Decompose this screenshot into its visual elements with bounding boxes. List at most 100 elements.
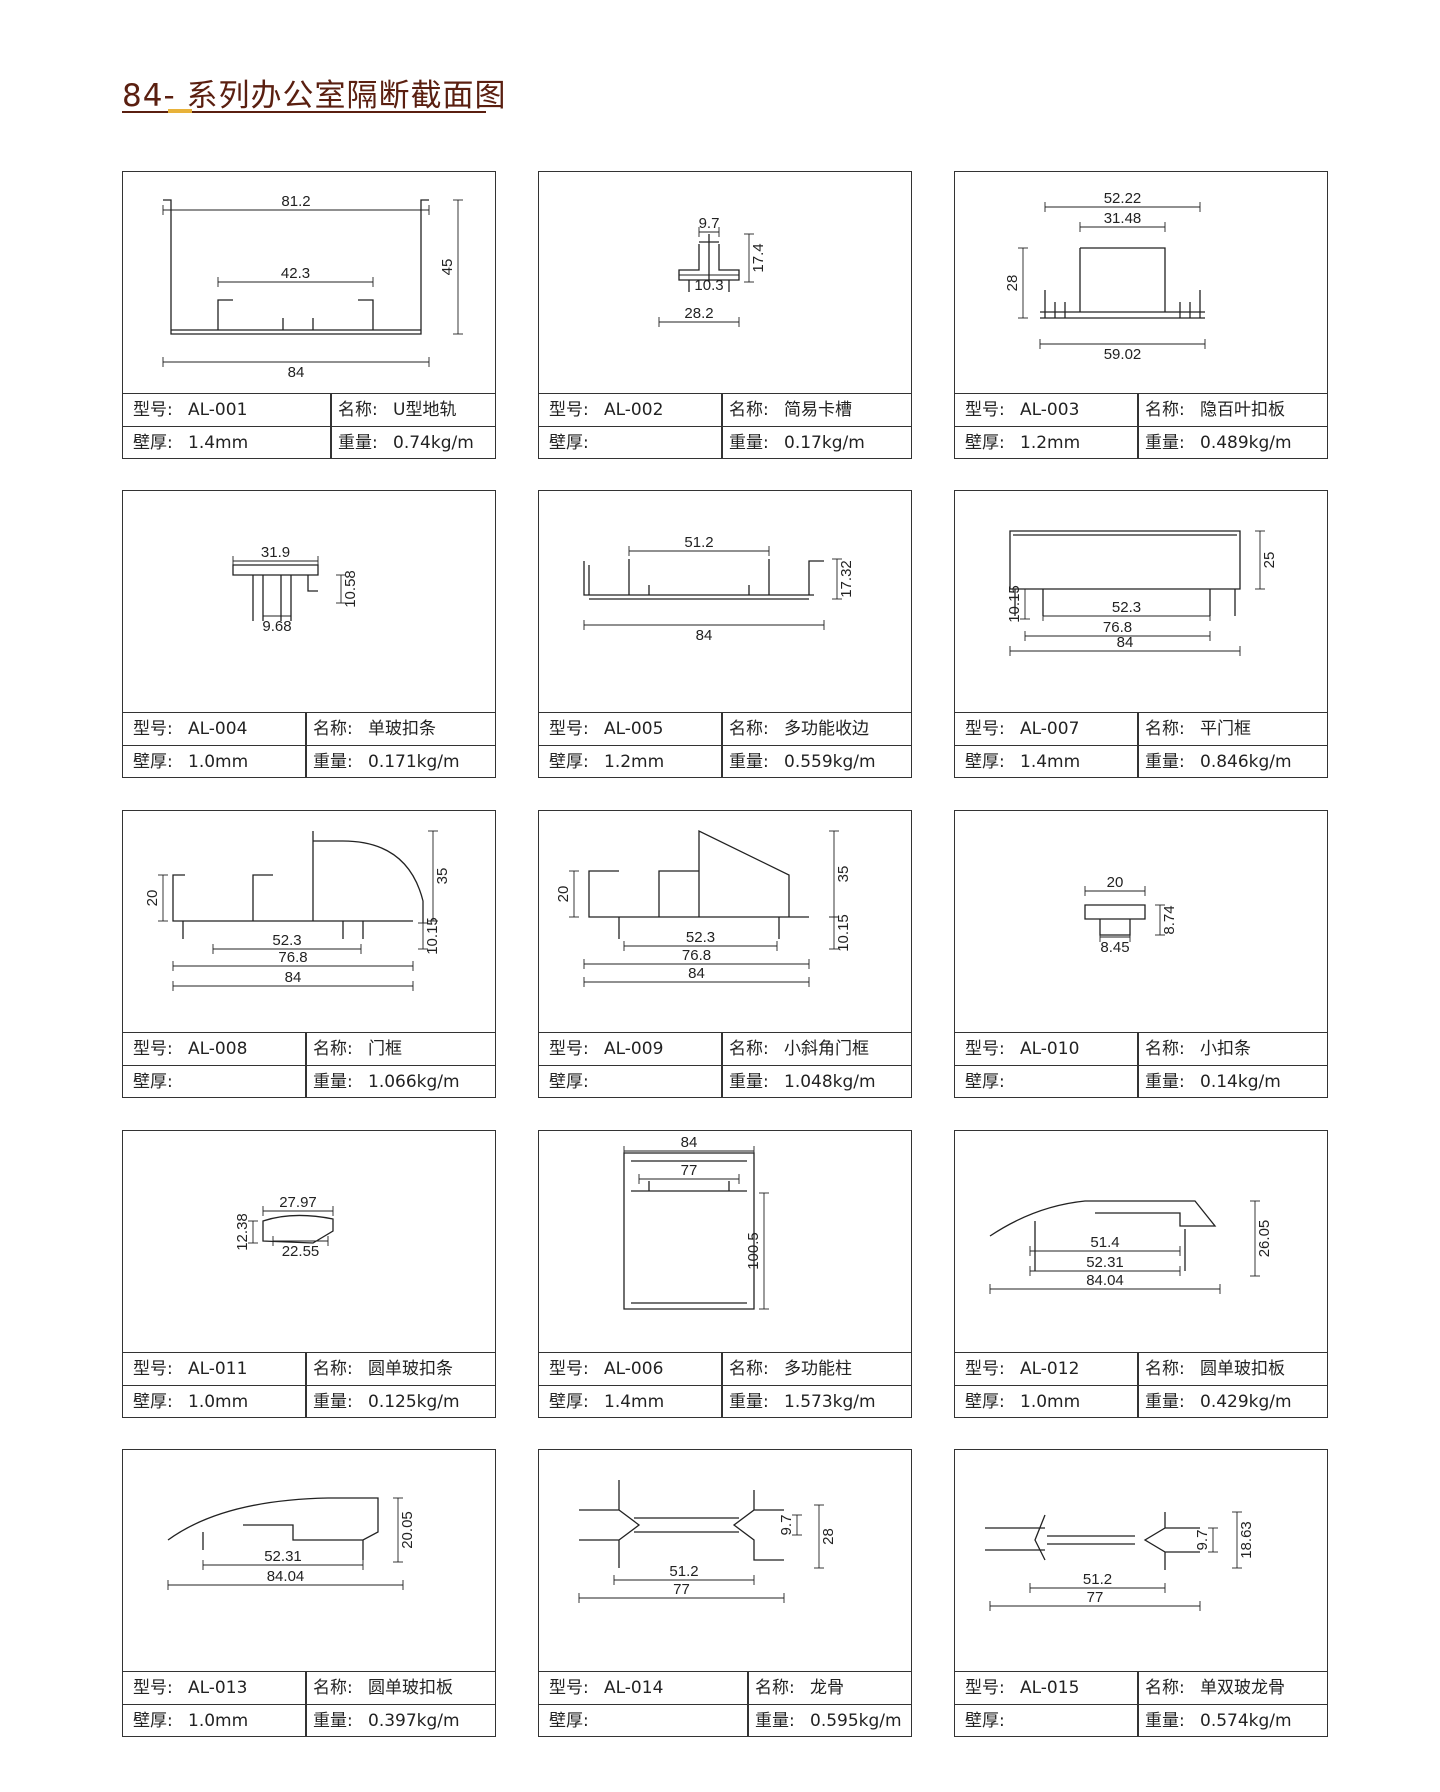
name-value: U型地轨 [393,400,457,420]
profile-outline [1009,530,1241,616]
dimension-label: 52.3 [272,932,301,949]
name-label: 名称: [1145,400,1185,420]
model-label: 型号: [549,400,589,420]
thickness-label: 壁厚: [133,1392,173,1412]
spec-table: 型号: AL-009 名称: 小斜角门框 壁厚: 重量: 1.048kg/m [539,1032,911,1098]
dimension-label: 9.68 [262,618,291,635]
thickness-label: 壁厚: [549,1072,589,1092]
weight-label: 重量: [313,1392,353,1412]
dimension-label: 20 [144,890,161,907]
spec-row-1: 型号: AL-015 名称: 单双玻龙骨 [955,1672,1327,1705]
name-label: 名称: [729,1039,769,1059]
cell-divider [1137,1672,1139,1704]
cell-divider [721,713,723,745]
model-value: AL-004 [188,719,248,739]
spec-table: 型号: AL-015 名称: 单双玻龙骨 壁厚: 重量: 0.574kg/m [955,1671,1327,1737]
weight-label: 重量: [1145,1711,1185,1731]
cell-divider [1137,1353,1139,1385]
thickness-label: 壁厚: [549,433,589,453]
profile-outline [989,1200,1217,1271]
section-drawing: 208.748.45 [1084,874,1178,956]
weight-value: 0.17kg/m [784,433,865,453]
thickness-value: 1.4mm [604,1392,665,1412]
name-label: 名称: [729,400,769,420]
model-label: 型号: [965,1678,1005,1698]
thickness-value: 1.2mm [604,752,665,772]
spec-row-1: 型号: AL-001 名称: U型地轨 [123,394,495,427]
name-value: 小扣条 [1200,1039,1251,1059]
dimension-label: 20 [555,886,572,903]
spec-row-2: 壁厚: 1.0mm 重量: 0.429kg/m [955,1386,1327,1418]
section-drawing: 9.717.410.328.2 [658,215,767,327]
model-value: AL-013 [188,1678,248,1698]
thickness-label: 壁厚: [549,1711,589,1731]
name-value: 小斜角门框 [784,1039,869,1059]
dimension-label: 84 [681,1134,698,1151]
spec-row-1: 型号: AL-009 名称: 小斜角门框 [539,1033,911,1066]
spec-table: 型号: AL-007 名称: 平门框 壁厚: 1.4mm 重量: 0.846kg… [955,712,1327,778]
spec-row-1: 型号: AL-008 名称: 门框 [123,1033,495,1066]
title-prefix: 84 [122,78,164,114]
dimension-label: 28.2 [684,305,713,322]
thickness-label: 壁厚: [549,752,589,772]
name-value: 圆单玻扣板 [1200,1359,1285,1379]
name-label: 名称: [1145,1039,1185,1059]
model-value: AL-008 [188,1039,248,1059]
dimension-label: 84 [285,969,302,986]
dimension-label: 100.5 [745,1232,762,1270]
dimension-label: 27.97 [279,1194,317,1211]
dimension-label: 8.45 [1100,939,1129,956]
thickness-value: 1.0mm [188,1392,249,1412]
model-value: AL-001 [188,400,248,420]
dimension-label: 9.7 [1194,1530,1211,1551]
weight-label: 重量: [755,1711,795,1731]
weight-value: 0.559kg/m [784,752,876,772]
dimension-label: 52.31 [264,1548,302,1565]
model-label: 型号: [133,400,173,420]
weight-value: 0.125kg/m [368,1392,460,1412]
cell-divider [721,1066,723,1098]
model-label: 型号: [549,1359,589,1379]
name-label: 名称: [729,1359,769,1379]
spec-row-1: 型号: AL-014 名称: 龙骨 [539,1672,911,1705]
cell-divider [721,746,723,778]
weight-value: 0.429kg/m [1200,1392,1292,1412]
profile-outline [583,559,824,600]
thickness-label: 壁厚: [965,1072,1005,1092]
thickness-value: 1.0mm [1020,1392,1081,1412]
spec-row-1: 型号: AL-012 名称: 圆单玻扣板 [955,1353,1327,1386]
model-value: AL-005 [604,719,664,739]
dimension-label: 45 [439,259,456,276]
model-value: AL-009 [604,1039,664,1059]
name-value: 龙骨 [810,1678,844,1698]
cell-divider [305,1033,307,1065]
dimension-label: 51.2 [1083,1571,1112,1588]
name-label: 名称: [729,719,769,739]
name-label: 名称: [1145,719,1185,739]
name-label: 名称: [338,400,378,420]
cell-divider [305,1705,307,1737]
thickness-label: 壁厚: [133,1711,173,1731]
cell-divider [305,1672,307,1704]
weight-label: 重量: [729,1072,769,1092]
spec-row-1: 型号: AL-003 名称: 隐百叶扣板 [955,394,1327,427]
dimension-label: 52.3 [686,929,715,946]
dimension-label: 77 [681,1162,698,1179]
model-value: AL-002 [604,400,664,420]
dimension-label: 52.22 [1104,190,1142,207]
spec-row-2: 壁厚: 1.0mm 重量: 0.171kg/m [123,746,495,778]
dimension-label: 42.3 [281,265,310,282]
spec-row-1: 型号: AL-010 名称: 小扣条 [955,1033,1327,1066]
model-label: 型号: [133,1678,173,1698]
model-value: AL-007 [1020,719,1080,739]
